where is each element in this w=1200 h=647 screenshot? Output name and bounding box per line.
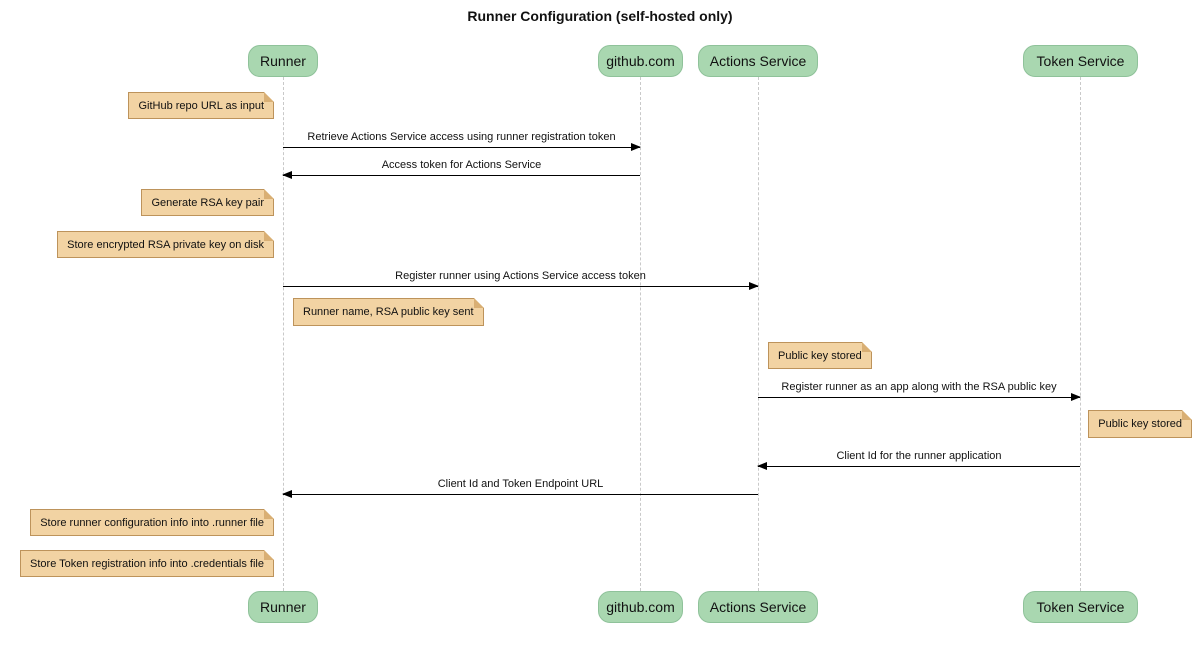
note-text: Runner name, RSA public key sent	[303, 306, 474, 318]
message-label: Access token for Actions Service	[381, 159, 542, 171]
message-line	[283, 282, 759, 290]
message-label: Client Id for the runner application	[836, 450, 1002, 462]
participant-github-top: github.com	[598, 45, 683, 77]
arrowhead-left-icon	[282, 490, 292, 498]
note-text: Store runner configuration info into .ru…	[40, 516, 264, 529]
participant-token-service-top: Token Service	[1023, 45, 1138, 77]
message-line	[283, 143, 641, 151]
note-runner-name-sent: Runner name, RSA public key sent	[293, 298, 484, 326]
note-store-private-key: Store encrypted RSA private key on disk	[57, 231, 274, 258]
arrowhead-right-icon	[631, 143, 641, 151]
message-register-app: Register runner as an app along with the…	[758, 381, 1081, 401]
arrowhead-left-icon	[757, 462, 767, 470]
note-text: Generate RSA key pair	[151, 196, 264, 209]
message-client-id-endpoint: Client Id and Token Endpoint URL	[282, 478, 758, 498]
lifeline-actions-service	[758, 77, 759, 591]
message-line	[282, 171, 640, 179]
arrowhead-right-icon	[749, 282, 759, 290]
message-label: Register runner as an app along with the…	[781, 381, 1057, 393]
participant-actions-service-top: Actions Service	[698, 45, 818, 77]
message-retrieve-actions-access: Retrieve Actions Service access using ru…	[283, 131, 641, 151]
message-label: Register runner using Actions Service ac…	[395, 270, 646, 282]
participant-runner-bottom: Runner	[248, 591, 318, 623]
lifeline-token-service	[1080, 77, 1081, 591]
participant-runner-top: Runner	[248, 45, 318, 77]
participant-actions-service-bottom: Actions Service	[698, 591, 818, 623]
participant-token-service-bottom: Token Service	[1023, 591, 1138, 623]
note-github-repo-url: GitHub repo URL as input	[128, 92, 274, 119]
note-store-runner-file: Store runner configuration info into .ru…	[30, 509, 274, 536]
note-generate-rsa-key: Generate RSA key pair	[141, 189, 274, 216]
note-text: Store encrypted RSA private key on disk	[67, 238, 264, 251]
message-label: Client Id and Token Endpoint URL	[437, 478, 604, 490]
message-label: Retrieve Actions Service access using ru…	[307, 131, 616, 143]
message-access-token: Access token for Actions Service	[282, 159, 640, 179]
lifeline-github	[640, 77, 641, 591]
lifeline-runner	[283, 77, 284, 591]
note-public-key-stored-actions: Public key stored	[768, 342, 872, 369]
note-text: Public key stored	[778, 349, 862, 362]
arrowhead-right-icon	[1071, 393, 1081, 401]
note-text: GitHub repo URL as input	[138, 99, 264, 112]
message-line	[757, 462, 1080, 470]
arrowhead-left-icon	[282, 171, 292, 179]
note-store-credentials-file: Store Token registration info into .cred…	[20, 550, 274, 577]
message-client-id: Client Id for the runner application	[757, 450, 1080, 470]
diagram-title: Runner Configuration (self-hosted only)	[467, 8, 733, 24]
message-line	[758, 393, 1081, 401]
note-text: Store Token registration info into .cred…	[30, 557, 264, 570]
note-public-key-stored-token: Public key stored	[1088, 410, 1192, 438]
message-register-runner: Register runner using Actions Service ac…	[283, 270, 759, 290]
message-line	[282, 490, 758, 498]
note-text: Public key stored	[1098, 418, 1182, 430]
participant-github-bottom: github.com	[598, 591, 683, 623]
